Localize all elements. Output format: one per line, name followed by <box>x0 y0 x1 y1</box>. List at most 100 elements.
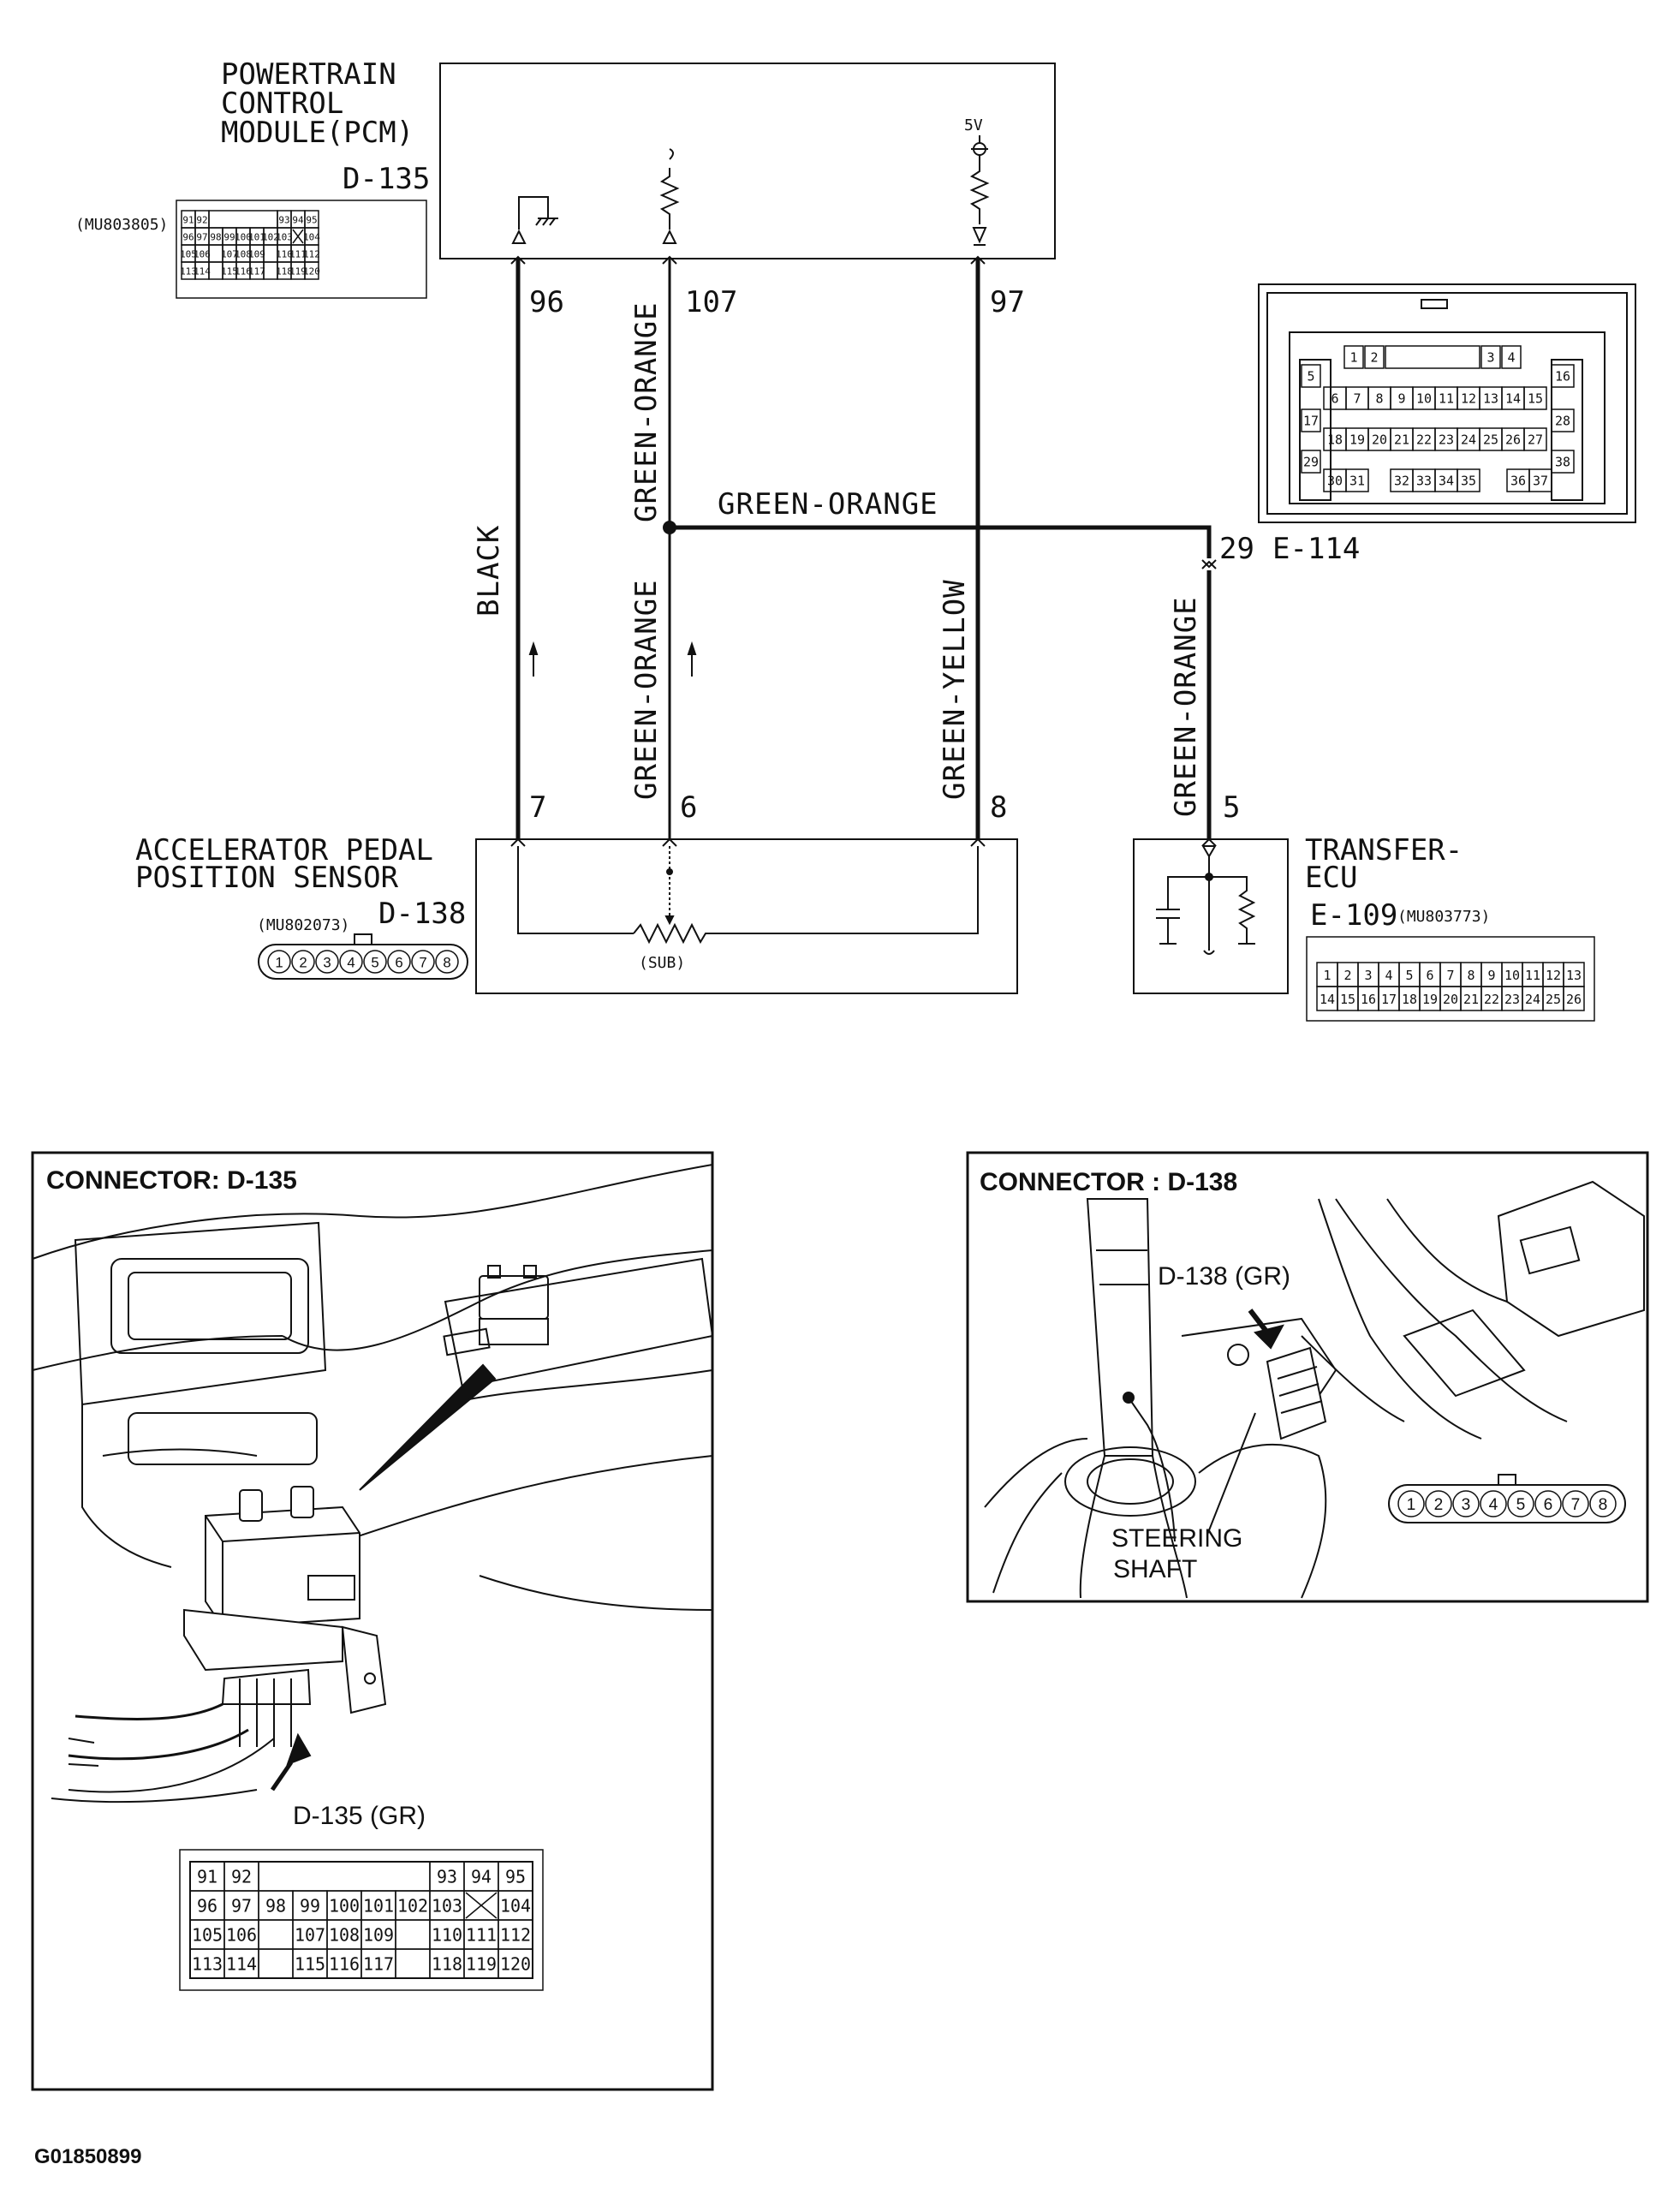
pcm-large-grid-pin: 104 <box>500 1895 531 1916</box>
e114-pin: 26 <box>1505 432 1521 448</box>
pcm-large-grid-pin: 96 <box>197 1895 217 1916</box>
e109-pin: 11 <box>1525 968 1540 983</box>
panel-d138 <box>966 1151 1649 1603</box>
wire-label-green-yellow: GREEN-YELLOW <box>938 579 972 800</box>
pcm-pin-96: 96 <box>529 285 564 319</box>
e109-pin: 13 <box>1566 968 1582 983</box>
pcm-large-grid-pin: 102 <box>397 1895 428 1916</box>
panel-d135 <box>31 1151 714 2091</box>
transfer-ecu-label: TRANSFER- ECU E-109 (MU803773) 5 <box>1223 790 1490 933</box>
e114-pin: 14 <box>1505 391 1521 407</box>
e114-pin: 23 <box>1439 432 1454 448</box>
pcm-small-grid-pin: 113 <box>180 265 197 277</box>
app-sensor-box <box>475 838 1018 994</box>
e109-pin: 2 <box>1343 968 1351 983</box>
e114-pin: 25 <box>1483 432 1498 448</box>
junction-connector: E-114 <box>1272 532 1360 566</box>
pcm-large-grid-pin: 108 <box>329 1924 360 1945</box>
pcm-large-grid-pin: 106 <box>226 1924 257 1945</box>
pcm-large-grid-cell <box>258 1919 294 1950</box>
d138-large-pin: 3 <box>1462 1496 1471 1514</box>
e109-pin: 20 <box>1443 992 1458 1007</box>
pcm-title-line-2: CONTROL <box>221 86 343 121</box>
pcm-small-grid-pin: 109 <box>248 248 265 259</box>
pcm-large-grid-pin: 100 <box>329 1895 360 1916</box>
e109-pin: 26 <box>1566 992 1582 1007</box>
d138-large-pin: 8 <box>1599 1496 1608 1514</box>
pcm-large-grid-pin: 94 <box>471 1866 491 1887</box>
wire-label-green-orange-ecu: GREEN-ORANGE <box>1169 596 1203 817</box>
pcm-small-grid-pin: 97 <box>196 231 207 242</box>
d138-small-pin: 7 <box>419 954 426 970</box>
e114-pin: 34 <box>1439 474 1454 489</box>
pcm-small-grid-pin: 111 <box>289 248 307 259</box>
dashboard-illustration <box>32 1164 714 1803</box>
e114-pin: 16 <box>1555 369 1570 385</box>
pcm-large-grid-cell <box>258 1861 431 1892</box>
d138-small-pin: 1 <box>275 954 283 970</box>
e114-pin: 4 <box>1507 350 1515 366</box>
pcm-small-grid-pin: 101 <box>248 231 265 242</box>
e114-pin: 28 <box>1555 414 1570 429</box>
pcm-small-grid-cell <box>304 261 319 280</box>
e109-pin: 10 <box>1504 968 1520 983</box>
pcm-small-grid-cell <box>208 210 278 229</box>
wire-label-black: BLACK <box>472 525 506 617</box>
pcm-input-resistor <box>659 148 680 244</box>
d138-small-pin: 8 <box>443 954 450 970</box>
e114-pin: 32 <box>1394 474 1409 489</box>
e114-pin: 30 <box>1327 474 1343 489</box>
e114-pin: 1 <box>1349 350 1357 366</box>
e114-pin: 37 <box>1533 474 1548 489</box>
panel-d135-callout: D-135 (GR) <box>293 1802 426 1830</box>
ecu-connector-id: E-109 <box>1310 898 1397 933</box>
pcm-small-grid-pin: 118 <box>276 265 293 277</box>
e114-pin: 6 <box>1331 391 1338 407</box>
pcm-small-grid-pin: 102 <box>262 231 279 242</box>
pcm-small-grid-pin: 93 <box>278 214 289 225</box>
panel-d135-title: CONNECTOR: D-135 <box>46 1166 297 1195</box>
e114-pin: 3 <box>1486 350 1494 366</box>
e114-pin: 27 <box>1528 432 1543 448</box>
pcm-small-grid-pin: 112 <box>303 248 320 259</box>
transfer-ecu-internal <box>1156 845 1256 955</box>
ecu-title-line-1: TRANSFER- <box>1305 833 1463 867</box>
pcm-small-grid-pin: 117 <box>248 265 265 277</box>
e114-pin: 21 <box>1394 432 1409 448</box>
pcm-small-grid-pin: 99 <box>223 231 235 242</box>
ecu-title-line-2: ECU <box>1305 861 1357 895</box>
pcm-large-grid-cell <box>258 1948 294 1979</box>
pcm-supply-5v: 5V <box>964 116 990 246</box>
pcm-small-grid-pin: 92 <box>196 214 207 225</box>
pcm-box <box>439 63 1056 259</box>
e114-pin: 7 <box>1353 391 1361 407</box>
e109-pin: 14 <box>1320 992 1335 1007</box>
app-sensor-label: ACCELERATOR PEDAL POSITION SENSOR D-138 … <box>135 790 1007 934</box>
e114-pin: 19 <box>1349 432 1365 448</box>
e114-pin: 17 <box>1303 414 1319 429</box>
e109-pin: 1 <box>1323 968 1331 983</box>
d138-large-pin: 2 <box>1434 1496 1444 1514</box>
pcm-small-grid-pin: 94 <box>292 214 304 225</box>
flow-arrows <box>528 641 697 677</box>
e114-pin: 24 <box>1461 432 1476 448</box>
pcm-small-grid-pin: 110 <box>276 248 293 259</box>
pcm-small-grid-pin: 115 <box>221 265 238 277</box>
e109-pin: 24 <box>1525 992 1540 1007</box>
d138-small-pin: 5 <box>371 954 378 970</box>
d138-large-pin: 5 <box>1516 1496 1526 1514</box>
e114-pin: 15 <box>1528 391 1543 407</box>
wire-green-orange-branch <box>670 525 1212 558</box>
e114-pin: 36 <box>1510 474 1526 489</box>
pcm-small-grid-pin: 116 <box>235 265 252 277</box>
e114-pin: 20 <box>1372 432 1387 448</box>
e114-pin: 31 <box>1349 474 1365 489</box>
pcm-large-grid-pin: 107 <box>295 1924 325 1945</box>
supply-label: 5V <box>964 116 983 134</box>
e109-pin: 12 <box>1546 968 1561 983</box>
e114-pin: 29 <box>1303 455 1319 470</box>
